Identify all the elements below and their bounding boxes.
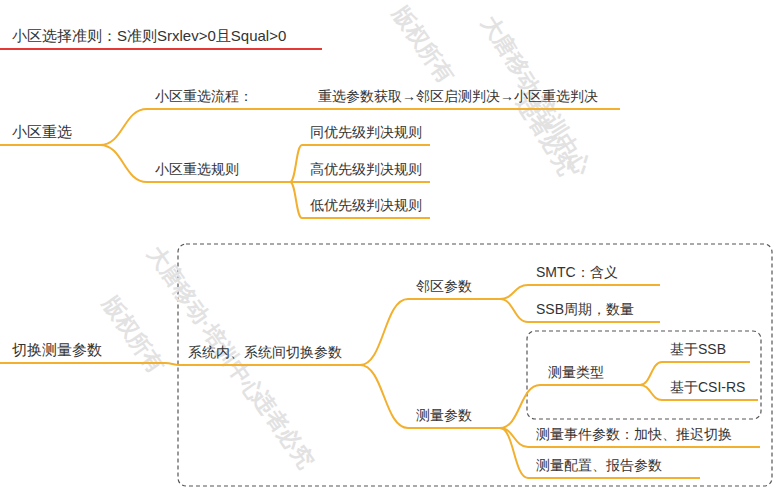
dashed-frame (527, 331, 761, 419)
leaf-label: 低优先级判决规则 (302, 196, 430, 219)
branch-label: 系统内、系统间切换参数 (180, 343, 360, 366)
branch-curve (500, 285, 528, 299)
branch-label: 邻区参数 (408, 277, 500, 300)
watermark: 大唐移动·培训中心 (140, 240, 270, 407)
heading-branch: 小区选择准则：S准则Srxlev>0且Squal>0 (0, 27, 322, 50)
branch-curve (100, 109, 147, 145)
watermark: 违者必究 (245, 385, 320, 474)
node-text: 小区重选流程： (155, 88, 253, 104)
branch-label: 测量参数 (408, 406, 500, 429)
branch-curve (500, 385, 540, 428)
leaf-label: 基于SSB (662, 340, 750, 363)
branch-curve (360, 365, 408, 428)
node-text: 基于CSI-RS (670, 379, 745, 395)
watermark: 版权所有 (385, 0, 460, 89)
leaf-label: 高优先级判决规则 (302, 160, 430, 183)
topic-branch: 切换测量参数 (0, 341, 165, 364)
branch-curve (100, 145, 147, 182)
node-text: 小区选择准则：S准则Srxlev>0且Squal>0 (12, 27, 286, 44)
leaf-label: 测量事件参数：加快、推迟切换 (528, 425, 760, 448)
node-text: 基于SSB (670, 341, 726, 357)
node-text: 同优先级判决规则 (310, 124, 422, 140)
topic-branch: 小区重选 (0, 123, 100, 146)
branch-label: 小区重选流程： (147, 87, 290, 110)
branch-label: 测量类型 (540, 363, 640, 386)
node-text: 重选参数获取→邻区启测判决→小区重选判决 (318, 88, 598, 104)
branch-curve (165, 363, 180, 365)
leaf-label: 重选参数获取→邻区启测判决→小区重选判决 (310, 87, 620, 110)
leaf-label: SMTC：含义 (528, 263, 660, 286)
leaf-label: SSB周期，数量 (528, 300, 660, 323)
node-text: 系统内、系统间切换参数 (188, 344, 342, 360)
leaf-label: 测量配置、报告参数 (528, 456, 700, 479)
watermark: 版权所有 (95, 290, 170, 379)
dashed-frame (178, 244, 772, 486)
node-text: 测量参数 (416, 407, 472, 423)
branch-curve (640, 362, 662, 385)
node-text: 切换测量参数 (12, 341, 102, 358)
branch-curve (640, 385, 662, 400)
node-text: 邻区参数 (416, 278, 472, 294)
node-text: 小区重选规则 (155, 161, 239, 177)
branch-curve (290, 182, 302, 218)
node-text: 测量事件参数：加快、推迟切换 (536, 426, 732, 442)
leaf-label: 同优先级判决规则 (302, 123, 430, 146)
leaf-label: 基于CSI-RS (662, 378, 758, 401)
branch-curve (500, 299, 528, 322)
node-text: SMTC：含义 (536, 264, 618, 280)
node-text: 低优先级判决规则 (310, 197, 422, 213)
branch-label: 小区重选规则 (147, 160, 290, 183)
branch-curve (360, 299, 408, 365)
branch-curve (290, 108, 310, 110)
node-text: 高优先级判决规则 (310, 161, 422, 177)
node-text: 测量类型 (548, 364, 604, 380)
node-text: 小区重选 (12, 123, 72, 140)
branch-curve (290, 145, 302, 182)
node-text: SSB周期，数量 (536, 301, 634, 317)
branch-curve (500, 428, 528, 478)
node-text: 测量配置、报告参数 (536, 457, 662, 473)
